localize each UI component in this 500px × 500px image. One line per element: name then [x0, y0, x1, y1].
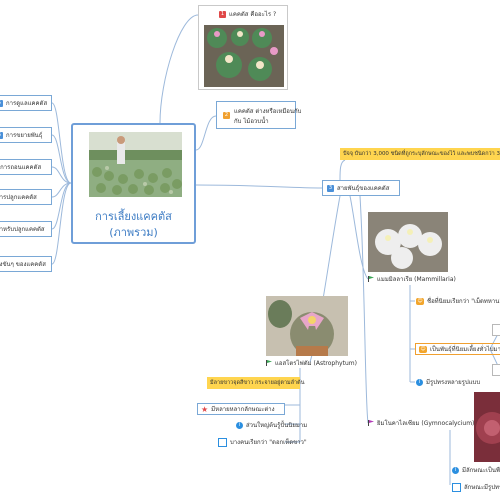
- image-icon: [452, 482, 461, 492]
- central-title: การเลี้ยงแคคตัส: [95, 210, 172, 223]
- topic-cactus-species[interactable]: 3 สายพันธุ์ของแคคตัส: [322, 180, 400, 196]
- purple-flag-icon: [368, 420, 374, 426]
- number-badge: 2: [223, 112, 230, 119]
- gymnocalycium-sub-1[interactable]: i มีลักษณะเป็นพืชที่เลี้ยงง่าย: [452, 465, 500, 475]
- astrophytum-sub-3[interactable]: บางคนเรียกว่า "ดอกเห็ดขาว": [218, 437, 307, 447]
- green-flag-icon: [266, 360, 272, 366]
- species-mammillaria[interactable]: แมมมิลลาเรีย (Mammillaria): [368, 274, 456, 284]
- number-badge: 1: [219, 10, 226, 18]
- branch-materials[interactable]: สำหรับปลูกแคคตัส: [0, 221, 52, 237]
- sub-label: บางคนเรียกว่า "ดอกเห็ดขาว": [230, 439, 307, 446]
- branch-other[interactable]: ยงขันๆ ของแคคตัส: [0, 256, 52, 272]
- topic-label: สายพันธุ์ของแคคตัส: [337, 185, 390, 192]
- central-topic[interactable]: การเลี้ยงแคคตัส (ภาพรวม): [71, 123, 196, 244]
- info-icon: i: [236, 421, 243, 429]
- mammillaria-note-3[interactable]: i มีรูปทรงหลายรูปแบบ: [416, 377, 480, 387]
- species-gymnocalycium[interactable]: ยิมโนคาไลเซียม (Gymnocalycium): [368, 418, 474, 428]
- branch-repotting[interactable]: ันการถอนแคคตัส: [0, 159, 52, 175]
- green-flag-icon: [368, 276, 374, 282]
- mammillaria-note-2[interactable]: ☺ เป็นพันธุ์ที่นิยมเลี้ยงทั่วไปมาก: [415, 343, 500, 355]
- branch-planting[interactable]: การปลูกแคคตัส: [0, 189, 52, 205]
- sub-label: ส่วนใหญ่ต้นรู้ปั้นนิยมาม: [246, 422, 308, 429]
- mammillaria-photo: [368, 212, 448, 272]
- species-astrophytum[interactable]: แอสโตรไฟตัม (Astrophytum): [266, 358, 357, 368]
- topic-label-line2: กับ ไม้อวบน้ำ: [234, 118, 269, 125]
- branch-label: การปลูกแคคตัส: [0, 194, 37, 201]
- branch-label: การขยายพันธุ์: [6, 132, 43, 139]
- branch-label: ันการถอนแคคตัส: [0, 164, 42, 171]
- smiley-icon: ☺: [416, 297, 424, 305]
- branch-care[interactable]: 5 การดูแลแคคตัส: [0, 95, 52, 111]
- topic-cactus-vs-succulent[interactable]: 2 แคคตัส ต่างหรือเหมือนกับ กับ ไม้อวบน้ำ: [216, 101, 301, 129]
- branch-propagation[interactable]: 6 การขยายพันธุ์: [0, 127, 52, 143]
- collapsed-node[interactable]: [492, 364, 500, 376]
- astrophytum-sub-1[interactable]: ★ มีหลายหลากลักษณะต่าง: [197, 403, 285, 415]
- number-badge: 5: [0, 99, 3, 107]
- astrophytum-note: มีลายขาวจุดสีขาว กระจายอยู่ตามลำต้น: [207, 377, 304, 389]
- info-icon: i: [416, 378, 423, 386]
- gymnocalycium-photo: [474, 392, 500, 462]
- species-count-note: ปัจจุ บันกว่า 3,000 ชนิดที่ถูกระบุลักษณะ…: [340, 148, 500, 160]
- sub-label: ลักษณะมีรูปทรงกลม: [464, 484, 500, 491]
- smiley-icon: ☺: [419, 345, 427, 353]
- collapsed-node[interactable]: [492, 324, 500, 336]
- mammillaria-note-1[interactable]: ☺ ชื่อที่นิยมเรียกว่า "เม็ดทหาน": [416, 296, 500, 306]
- species-label: แมมมิลลาเรีย (Mammillaria): [377, 276, 456, 283]
- note-text: ชื่อที่นิยมเรียกว่า "เม็ดทหาน": [427, 298, 500, 305]
- cactus-pots-photo: [204, 25, 284, 87]
- gymnocalycium-sub-2[interactable]: ลักษณะมีรูปทรงกลม: [452, 482, 500, 492]
- note-text: มีรูปทรงหลายรูปแบบ: [426, 379, 481, 386]
- species-label: ยิมโนคาไลเซียม (Gymnocalycium): [377, 420, 475, 427]
- number-badge: 3: [327, 184, 334, 192]
- topic-what-is-cactus[interactable]: 1 แคคตัส คืออะไร ?: [198, 5, 288, 90]
- star-icon: ★: [201, 404, 209, 414]
- cactus-greenhouse-photo: [89, 132, 182, 197]
- species-label: แอสโตรไฟตัม (Astrophytum): [275, 360, 357, 367]
- number-badge: 6: [0, 131, 3, 139]
- info-icon: i: [452, 466, 459, 474]
- astrophytum-sub-2[interactable]: i ส่วนใหญ่ต้นรู้ปั้นนิยมาม: [236, 420, 307, 430]
- branch-label: ยงขันๆ ของแคคตัส: [0, 261, 46, 268]
- astrophytum-photo: [266, 296, 348, 356]
- branch-label: การดูแลแคคตัส: [6, 100, 48, 107]
- branch-label: สำหรับปลูกแคคตัส: [0, 226, 45, 233]
- sub-label: มีหลายหลากลักษณะต่าง: [211, 406, 275, 413]
- sub-label: มีลักษณะเป็นพืชที่เลี้ยงง่าย: [462, 467, 500, 474]
- note-text: เป็นพันธุ์ที่นิยมเลี้ยงทั่วไปมาก: [430, 346, 500, 353]
- topic-label: แคคตัส คืออะไร ?: [229, 11, 277, 18]
- image-icon: [218, 437, 227, 447]
- topic-label-line1: แคคตัส ต่างหรือเหมือนกับ: [234, 108, 302, 115]
- central-subtitle: (ภาพรวม): [109, 226, 158, 239]
